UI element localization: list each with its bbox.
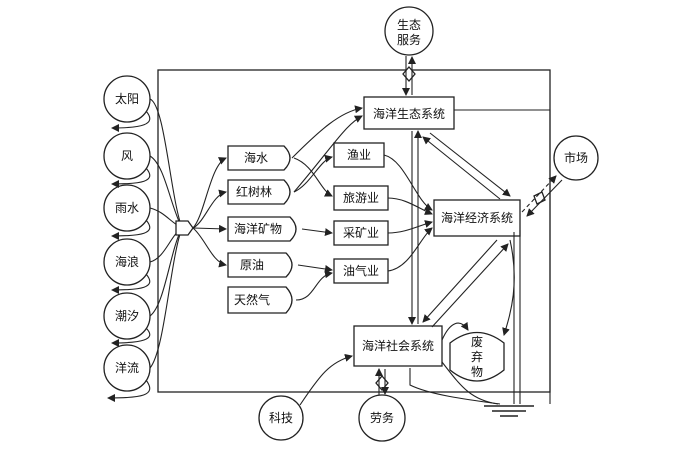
waste-label: 物 (471, 365, 483, 379)
industry-label: 旅游业 (343, 191, 379, 205)
source-sun: 太阳 (103, 75, 151, 123)
ecology-economy-links (422, 132, 511, 200)
source-rain: 雨水 (103, 184, 151, 232)
external-market: 市场 (553, 135, 599, 181)
eco-service-exchange (402, 56, 416, 96)
ecology-society-links (408, 130, 422, 325)
resource-label: 海洋矿物 (234, 221, 282, 236)
waste-label: 弃 (471, 349, 483, 364)
industry-fishery: 渔业 (333, 142, 385, 168)
resource-seawater: 海水 (227, 145, 291, 171)
source-label: 太阳 (115, 91, 139, 106)
source-label: 海浪 (115, 254, 139, 269)
labor-label: 劳务 (370, 410, 394, 425)
source-label: 风 (121, 149, 133, 163)
system-label: 海洋经济系统 (441, 210, 513, 225)
external-labor: 劳务 (358, 394, 406, 442)
system-economy: 海洋经济系统 (433, 199, 521, 237)
eco-service-label: 生态 (397, 18, 421, 32)
tech-flow (299, 353, 353, 406)
resource-label: 红树林 (236, 184, 272, 199)
industry-label: 采矿业 (343, 226, 379, 240)
system-label: 海洋社会系统 (362, 338, 434, 353)
source-tides: 潮汐 (103, 292, 151, 340)
source-label: 雨水 (115, 201, 139, 215)
eco-service-label: 服务 (397, 32, 421, 47)
industry-label: 渔业 (347, 148, 371, 162)
tech-label: 科技 (269, 411, 293, 425)
industry-mining: 采矿业 (333, 220, 389, 246)
resource-label: 海水 (244, 150, 268, 165)
system-society: 海洋社会系统 (353, 325, 443, 367)
market-exchange (521, 175, 563, 217)
external-eco-service: 生态 服务 (384, 6, 434, 56)
economy-society-links (422, 239, 509, 328)
waste-storage: 废 弃 物 (449, 331, 505, 382)
source-waves: 海浪 (103, 238, 151, 286)
labor-exchange (375, 368, 389, 395)
resource-flows (291, 105, 363, 301)
resource-mangrove: 红树林 (227, 179, 291, 205)
waste-label: 废 (471, 334, 483, 349)
waste-flows (441, 239, 515, 341)
resource-label: 原油 (240, 258, 264, 272)
system-ecology: 海洋生态系统 (363, 96, 455, 130)
resource-label: 天然气 (234, 292, 270, 307)
industry-label: 油气业 (343, 263, 379, 278)
resource-natural-gas: 天然气 (227, 286, 293, 314)
inflow-junction (175, 220, 194, 236)
junction-to-resources (192, 157, 227, 268)
source-loss-arrows (107, 110, 151, 402)
resource-crude-oil: 原油 (227, 252, 293, 278)
external-technology: 科技 (258, 395, 304, 441)
market-label: 市场 (564, 150, 588, 165)
source-currents: 洋流 (103, 344, 151, 392)
source-label: 潮汐 (115, 308, 139, 323)
industry-to-economy-flows (383, 154, 433, 272)
resource-marine-minerals: 海洋矿物 (227, 216, 297, 242)
industry-oil-gas: 油气业 (333, 258, 389, 284)
source-wind: 风 (103, 132, 151, 180)
heat-sink-ground-symbol (484, 405, 534, 417)
system-label: 海洋生态系统 (373, 106, 445, 121)
source-label: 洋流 (115, 360, 139, 375)
heat-sink-flows (409, 109, 551, 405)
industry-tourism: 旅游业 (333, 185, 389, 211)
